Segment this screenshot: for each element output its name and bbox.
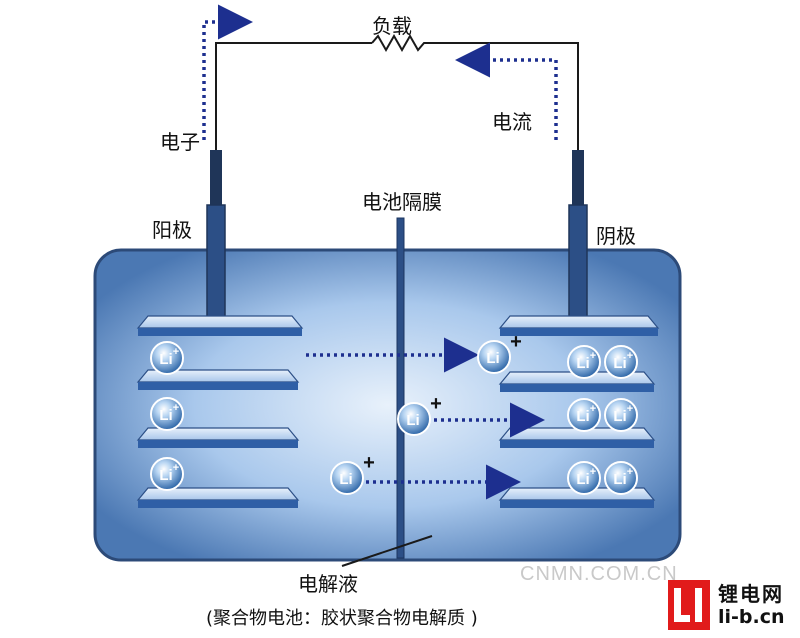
lithium-ion: Li + <box>330 452 375 495</box>
anode-plate <box>136 427 300 448</box>
logo-name: 锂电网 <box>718 582 784 606</box>
ion-charge: + <box>173 346 179 358</box>
ion-charge: + <box>627 466 633 478</box>
ion-symbol: Li <box>613 471 626 488</box>
lithium-ion: Li + <box>397 393 442 436</box>
anode-plate <box>136 369 300 390</box>
lithium-ion: Li + <box>477 331 522 374</box>
lithium-ion: Li+ <box>604 461 638 495</box>
lithium-ion: Li+ <box>604 345 638 379</box>
electrolyte-label: 电解液 <box>298 572 358 596</box>
cathode-plate <box>498 427 656 448</box>
anode-plate <box>136 315 304 336</box>
ion-symbol: Li <box>159 407 172 424</box>
anode-plate <box>136 487 300 508</box>
ion-charge: + <box>627 403 633 415</box>
ion-symbol: Li <box>613 355 626 372</box>
lithium-ion: Li+ <box>604 398 638 432</box>
anode-terminal <box>206 150 226 321</box>
ion-symbol: Li <box>159 351 172 368</box>
ion-symbol: Li <box>159 467 172 484</box>
ion-charge: + <box>430 393 442 415</box>
ion-charge: + <box>590 350 596 362</box>
logo-domain: li-b.cn <box>718 606 785 628</box>
anode-label: 阳极 <box>152 218 192 242</box>
ion-charge: + <box>173 402 179 414</box>
lithium-ion: Li+ <box>567 461 601 495</box>
ion-symbol: Li <box>486 350 499 367</box>
ion-charge: + <box>590 466 596 478</box>
logo-mark <box>668 580 710 630</box>
electron-flow-arrow <box>202 4 253 140</box>
lithium-ion: Li+ <box>150 341 184 375</box>
electrolyte-pointer <box>341 535 433 567</box>
ion-charge: + <box>173 462 179 474</box>
lithium-ions: Li+Li+Li+Li+Li+Li+Li+Li+Li+Li+Li+Li+ <box>150 331 638 495</box>
cathode-plate <box>498 315 660 336</box>
electron-label: 电子 <box>160 130 200 154</box>
lithium-ion: Li+ <box>567 345 601 379</box>
lithium-ion: Li+ <box>150 397 184 431</box>
ion-charge: + <box>510 331 522 353</box>
ion-symbol: Li <box>576 471 589 488</box>
figure-caption: (聚合物电池：胶状聚合物电解质 ) <box>206 608 478 629</box>
separator-label: 电池隔膜 <box>362 190 442 214</box>
watermark: CNMN.COM.CN <box>520 563 678 585</box>
ion-charge: + <box>590 403 596 415</box>
lithium-ion: Li+ <box>567 398 601 432</box>
ion-charge: + <box>363 452 375 474</box>
load-resistor <box>371 33 428 53</box>
separator-membrane <box>396 217 405 559</box>
ion-symbol: Li <box>613 408 626 425</box>
load-label: 负载 <box>372 14 412 38</box>
current-flow-arrow <box>455 42 558 140</box>
anode-plates <box>136 315 304 508</box>
cathode-label: 阴极 <box>596 224 636 248</box>
ion-symbol: Li <box>339 471 352 488</box>
ion-charge: + <box>627 350 633 362</box>
ion-symbol: Li <box>576 408 589 425</box>
ion-symbol: Li <box>576 355 589 372</box>
lithium-ion: Li+ <box>150 457 184 491</box>
cathode-terminal <box>568 150 588 321</box>
ion-symbol: Li <box>406 412 419 429</box>
current-label: 电流 <box>492 110 532 134</box>
